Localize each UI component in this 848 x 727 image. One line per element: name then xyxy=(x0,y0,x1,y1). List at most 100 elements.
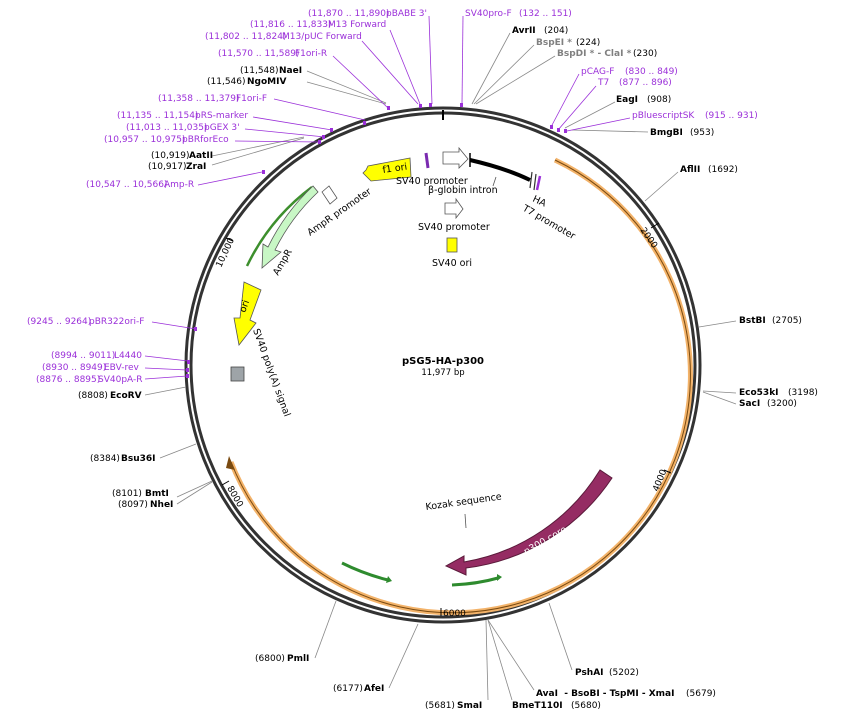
primer-label: Amp-R xyxy=(164,180,194,190)
primer-pos: (8994 .. 9011) xyxy=(51,351,115,361)
primer-label: pBR322ori-F xyxy=(89,317,144,327)
enzyme-pos: (11,546) xyxy=(207,77,246,87)
orf-arc-inner xyxy=(230,159,691,614)
enzyme-label: BmgBI xyxy=(650,128,683,138)
enzyme-label: AvaI - BsoBI - TspMI - XmaI xyxy=(536,689,674,699)
primer-label: SV40pro-F xyxy=(465,9,512,19)
enzyme-pos: (908) xyxy=(647,95,671,105)
enzyme-pos: (10,917) xyxy=(148,162,187,172)
primer-label: T7 xyxy=(597,78,609,88)
green-feature-arrow-1 xyxy=(341,561,389,582)
enzyme-pos: (224) xyxy=(576,38,600,48)
tick-10000-mark xyxy=(225,237,234,242)
enzyme-pos: (8384) xyxy=(90,454,120,464)
enzyme-pos: (5680) xyxy=(571,701,601,711)
primer-pos: (11,358 .. 11,379) xyxy=(158,94,239,104)
ori-label: ori xyxy=(237,299,252,314)
enzyme-pos: (6177) xyxy=(333,684,363,694)
primer-pos: (11,816 .. 11,833) xyxy=(250,20,331,30)
sv40-ori-box xyxy=(446,237,458,253)
enzyme-label: ZraI xyxy=(186,162,206,172)
enzyme-pos: (953) xyxy=(690,128,714,138)
orf-arc-arrowhead xyxy=(226,456,235,470)
sv40-ori-label: SV40 ori xyxy=(432,258,472,269)
sv40-promoter-arrow-1 xyxy=(442,146,469,169)
primer-pos: (915 .. 931) xyxy=(705,111,758,121)
primer-label: SV40pA-R xyxy=(98,375,143,385)
primer-pos: (11,013 .. 11,035) xyxy=(126,123,207,133)
sv40-promoter-label-1: SV40 promoter xyxy=(396,176,468,187)
enzyme-pos: (5679) xyxy=(686,689,716,699)
kozak-label: Kozak sequence xyxy=(425,491,503,513)
enzyme-pos: (230) xyxy=(633,49,657,59)
primer-pos: (11,870 .. 11,890) xyxy=(308,9,389,19)
primer-label: pBluescriptSK xyxy=(632,111,695,121)
enzyme-pos: (5202) xyxy=(609,668,639,678)
green-feature-arrowhead-2 xyxy=(497,574,502,581)
ori-arrow xyxy=(233,281,262,346)
enzyme-label: PmlI xyxy=(287,654,309,664)
enzyme-pos: (5681) xyxy=(425,701,455,711)
primer-mark-f1 xyxy=(424,152,430,169)
primer-pos: (9245 .. 9264) xyxy=(27,317,91,327)
enzyme-label: NheI xyxy=(150,500,173,510)
enzyme-pos: (204) xyxy=(544,26,568,36)
enzyme-label: NaeI xyxy=(279,66,302,76)
ha-mark xyxy=(529,171,537,191)
enzyme-label: Bsu36I xyxy=(121,454,156,464)
plasmid-size: 11,977 bp xyxy=(421,368,464,378)
green-feature-arrow-2 xyxy=(451,576,499,587)
primer-pos: (877 .. 896) xyxy=(619,78,672,88)
ampr-arc xyxy=(245,185,313,267)
enzyme-label: SacI xyxy=(739,399,760,409)
primer-label: F1ori-F xyxy=(236,94,267,104)
green-feature-arrowhead-1 xyxy=(386,576,392,583)
enzyme-label: BspEI * xyxy=(536,38,572,48)
enzyme-label: NgoMIV xyxy=(247,77,286,87)
primer-label: pBABE 3' xyxy=(386,9,427,19)
sv40-polya-box xyxy=(230,366,245,382)
beta-globin-leader xyxy=(492,176,497,187)
enzyme-pos: (8097) xyxy=(118,500,148,510)
enzyme-label: AfeI xyxy=(364,684,384,694)
enzyme-pos: (2705) xyxy=(772,316,802,326)
kozak-leader xyxy=(464,513,467,529)
enzyme-label: Eco53kI xyxy=(739,388,779,398)
primer-pos: (11,802 .. 11,824) xyxy=(205,32,286,42)
primer-label: pCAG-F xyxy=(581,67,614,77)
primer-pos: (11,570 .. 11,589) xyxy=(218,49,299,59)
tick-6000: 6000 xyxy=(443,609,466,619)
primer-pos: (10,547 .. 10,566) xyxy=(86,180,167,190)
enzyme-pos: (11,548) xyxy=(240,66,279,76)
t7-promoter-label: T7 promoter xyxy=(520,203,577,243)
plasmid-name: pSG5-HA-p300 xyxy=(402,356,484,367)
tick-4000-mark xyxy=(663,469,672,474)
enzyme-leader-lines xyxy=(144,32,737,701)
enzyme-pos: (1692) xyxy=(708,165,738,175)
primer-label: pBRforEco xyxy=(182,135,229,145)
primer-pos: (132 .. 151) xyxy=(519,9,572,19)
sv40-polya-label: SV40 poly(A) signal xyxy=(250,327,292,418)
enzyme-pos: (8808) xyxy=(78,391,108,401)
primer-label: L4440 xyxy=(114,351,142,361)
sv40-promoter-label-2: SV40 promoter xyxy=(418,222,490,233)
enzyme-label: AatII xyxy=(189,151,213,161)
enzyme-label: BspDI * - ClaI * xyxy=(557,49,632,59)
f1-ori-arrow xyxy=(362,157,412,182)
primer-label: F1ori-R xyxy=(295,49,327,59)
enzyme-pos: (3200) xyxy=(767,399,797,409)
primer-pos: (11,135 .. 11,154) xyxy=(117,111,198,121)
tick-2000-mark xyxy=(650,222,660,229)
primer-leader-lines xyxy=(144,15,631,380)
p300-core-arrow xyxy=(444,469,613,576)
primer-ring-marks xyxy=(186,103,567,378)
enzyme-label: BstBI xyxy=(739,316,766,326)
primer-label: pRS-marker xyxy=(195,111,248,121)
enzyme-label: PshAI xyxy=(575,668,604,678)
enzyme-pos: (10,919) xyxy=(151,151,190,161)
primer-pos: (830 .. 849) xyxy=(625,67,678,77)
ampr-promoter-arrow xyxy=(321,185,338,205)
backbone-outer-ring xyxy=(184,106,702,624)
enzyme-pos: (6800) xyxy=(255,654,285,664)
